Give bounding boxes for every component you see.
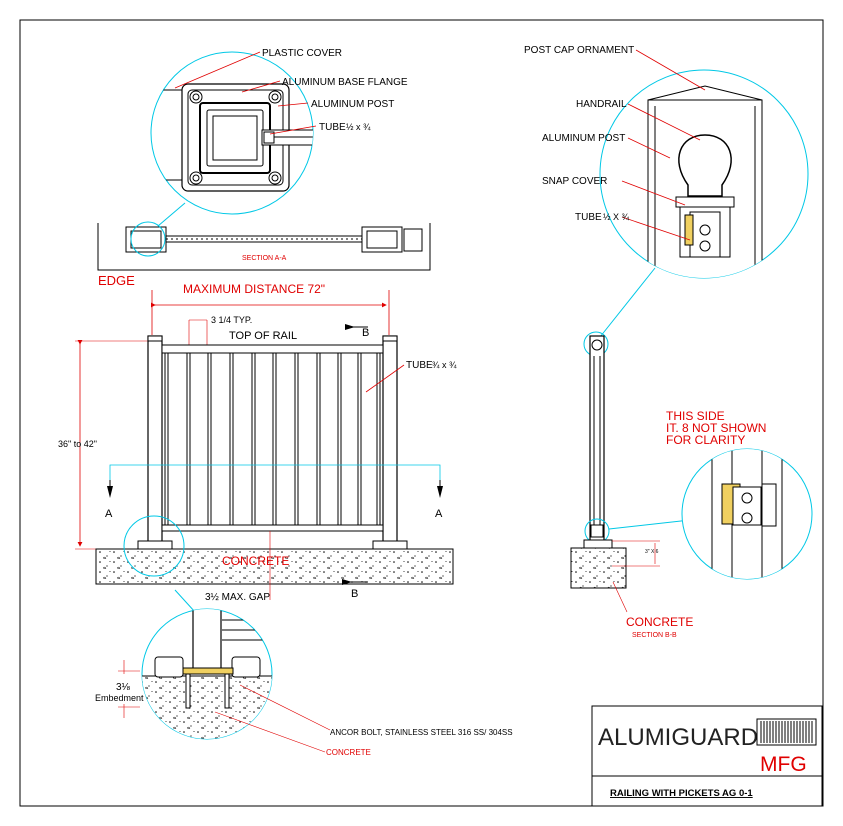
section-b-label: SECTION B-B	[632, 632, 677, 639]
right-post	[382, 335, 398, 550]
section-b-post	[589, 335, 605, 550]
plan-detail: PLASTIC COVER ALUMINUM BASE FLANGE ALUMI…	[150, 48, 408, 215]
plan-tube-label: TUBE	[319, 122, 346, 133]
note-line-1: THIS SIDE	[666, 409, 725, 423]
cap-tube-fraction: ½ X ¾	[603, 212, 630, 222]
logo-sub: MFG	[760, 753, 807, 776]
note-line-2: IT. 8 NOT SHOWN	[666, 421, 766, 435]
embed-value: 3⅛	[116, 682, 131, 693]
drawing-title: RAILING WITH PICKETS AG 0-1	[610, 788, 753, 799]
max-distance-label: MAXIMUM DISTANCE 72"	[183, 282, 325, 296]
embed-concrete-label: CONCRETE	[326, 748, 371, 757]
post-cap-detail: POST CAP ORNAMENT HANDRAIL ALUMINUM POST…	[524, 45, 809, 279]
anchor-bolt-label: ANCOR BOLT, STAINLESS STEEL 316 SS/ 304S…	[330, 728, 513, 737]
cap-post-label: ALUMINUM POST	[542, 133, 625, 144]
section-a-left-mark: A	[105, 508, 113, 520]
section-a-plan: SECTION A-A EDGE	[97, 202, 431, 288]
max-gap-label: 3½ MAX. GAP	[205, 592, 270, 603]
handrail-label: HANDRAIL	[576, 99, 627, 110]
top-of-rail-label: TOP OF RAIL	[229, 330, 297, 342]
title-block: ALUMIGUARD MFG RAILING WITH PICKETS AG 0…	[591, 705, 823, 807]
typ-label: 3 1/4 TYP.	[211, 315, 252, 325]
embed-label: Embedment	[95, 693, 144, 703]
post-cap-label: POST CAP ORNAMENT	[524, 45, 634, 56]
note-line-3: FOR CLARITY	[666, 433, 745, 447]
section-b-dim: 3" X 6	[645, 549, 659, 555]
section-a-right-mark: A	[435, 508, 443, 520]
section-b: 3" X 6 CONCRETE SECTION B-B THIS SIDE IT…	[570, 267, 813, 639]
section-b-concrete	[570, 547, 627, 589]
concrete-slab	[95, 548, 454, 585]
pickets	[164, 352, 381, 526]
elev-tube-label: TUBE	[406, 360, 433, 371]
elev-tube-fraction: ¾ x ¾	[432, 360, 457, 370]
sheet-border	[19, 19, 824, 807]
section-a-label: SECTION A-A	[242, 255, 287, 262]
plan-post-label: ALUMINUM POST	[311, 99, 394, 110]
cap-tube-label: TUBE	[575, 212, 602, 223]
height-label: 36" to 42"	[58, 439, 97, 449]
embedment-detail: 3⅛ Embedment ANCOR BOLT, STAINLESS STEEL…	[95, 608, 513, 757]
snap-cover-label: SNAP COVER	[542, 176, 607, 187]
section-b-concrete-label: CONCRETE	[626, 615, 693, 629]
section-b-bottom-mark: B	[351, 588, 358, 600]
logo-railing-icon	[756, 718, 817, 746]
edge-label: EDGE	[98, 273, 135, 288]
concrete-label: CONCRETE	[222, 554, 289, 568]
logo-text: ALUMIGUARD	[598, 724, 758, 751]
plan-tube-fraction: ½ x ¾	[346, 122, 371, 132]
plastic-cover-label: PLASTIC COVER	[262, 48, 342, 59]
section-b-top-mark: B	[362, 327, 369, 339]
base-flange-label: ALUMINUM BASE FLANGE	[282, 77, 408, 88]
main-elevation: MAXIMUM DISTANCE 72" 3 1/4 TYP. TOP OF R…	[58, 282, 457, 613]
